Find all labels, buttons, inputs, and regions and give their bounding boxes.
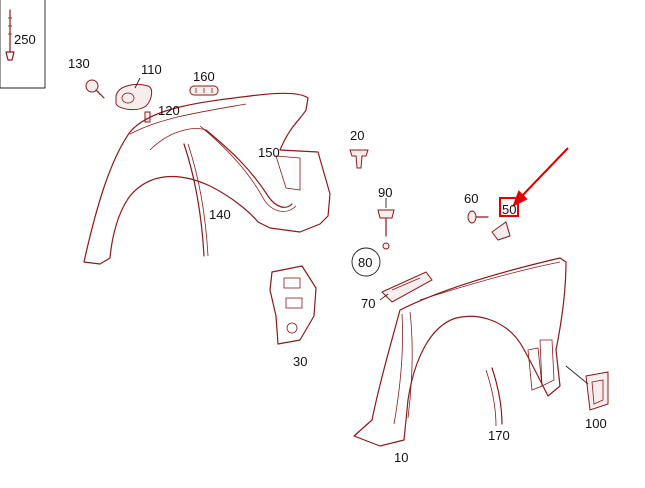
part-20-clip[interactable] bbox=[349, 149, 369, 169]
part-80-callout-circle[interactable] bbox=[351, 247, 381, 277]
callout-20: 20 bbox=[350, 128, 364, 143]
callout-30: 30 bbox=[293, 354, 307, 369]
part-140-drain-hose[interactable] bbox=[183, 143, 209, 257]
callout-90: 90 bbox=[378, 185, 392, 200]
callout-170: 170 bbox=[488, 428, 510, 443]
callout-150: 150 bbox=[258, 145, 280, 160]
callout-60: 60 bbox=[464, 191, 478, 206]
pointer-arrow bbox=[512, 147, 569, 208]
part-30-plate[interactable] bbox=[269, 265, 317, 345]
callout-100: 100 bbox=[585, 416, 607, 431]
callout-130: 130 bbox=[68, 56, 90, 71]
part-170-trim[interactable] bbox=[485, 367, 503, 427]
callout-160: 160 bbox=[193, 69, 215, 84]
callout-120: 120 bbox=[158, 103, 180, 118]
part-60-screw[interactable] bbox=[467, 210, 489, 224]
part-130-screw[interactable] bbox=[85, 79, 105, 99]
part-70-bracket[interactable] bbox=[379, 271, 433, 303]
callout-10: 10 bbox=[394, 450, 408, 465]
part-250-bolt[interactable] bbox=[0, 0, 46, 89]
part-50-bracket[interactable] bbox=[491, 197, 519, 241]
part-110-housing[interactable] bbox=[115, 77, 153, 111]
callout-110: 110 bbox=[141, 62, 162, 77]
part-90-bolt[interactable] bbox=[377, 198, 395, 250]
callout-80: 80 bbox=[358, 255, 372, 270]
part-100-cover[interactable] bbox=[565, 365, 609, 411]
callout-50: 50 bbox=[502, 202, 516, 217]
part-10-quarter-panel[interactable] bbox=[353, 257, 567, 447]
rear-inner-panel[interactable] bbox=[83, 92, 331, 265]
callout-250: 250 bbox=[14, 32, 36, 47]
callout-70: 70 bbox=[361, 296, 375, 311]
part-160-grommet[interactable] bbox=[189, 85, 219, 96]
callout-140: 140 bbox=[209, 207, 231, 222]
